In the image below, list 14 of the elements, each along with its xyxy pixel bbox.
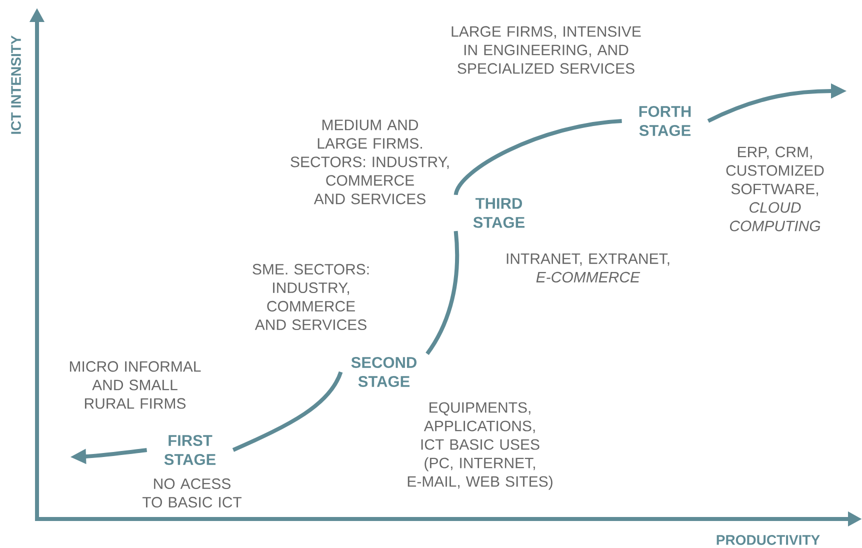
description-text: SME. SECTORS: INDUSTRY, COMMERCE AND SERVICES [252, 264, 369, 330]
description-text: EQUIPMENTS, APPLICATIONS, ICT BASIC USES (PC, INTERNET, E-MAIL, WEB SITES) [408, 402, 552, 490]
description-text: MICRO INFORMAL AND SMALL RURAL FIRMS [70, 361, 201, 409]
stage-label: SECOND STAGE [351, 357, 416, 387]
description-text: ERP, CRM, CUSTOMIZED SOFTWARE, CLOUD COMPUTING [726, 146, 824, 232]
stage-label: FORTH STAGE [639, 106, 691, 136]
description-text: LARGE FIRMS, INTENSIVE IN ENGINEERING, AND SPECIALIZED SERVICES [452, 26, 641, 74]
stage-label: THIRD STAGE [473, 198, 525, 228]
stage-label: FIRST STAGE [164, 435, 216, 465]
description-text: NO ACESS TO BASIC ICT [142, 478, 242, 508]
description-text: MEDIUM AND LARGE FIRMS. SECTORS: INDUSTRY, COMMERCE AND SERVICES [290, 120, 449, 204]
description-text: INTRANET, EXTRANET, E-COMMERCE [506, 254, 670, 282]
axis-label: ICT INTENSITY [11, 35, 21, 134]
axis-label: PRODUCTIVITY [716, 535, 820, 545]
